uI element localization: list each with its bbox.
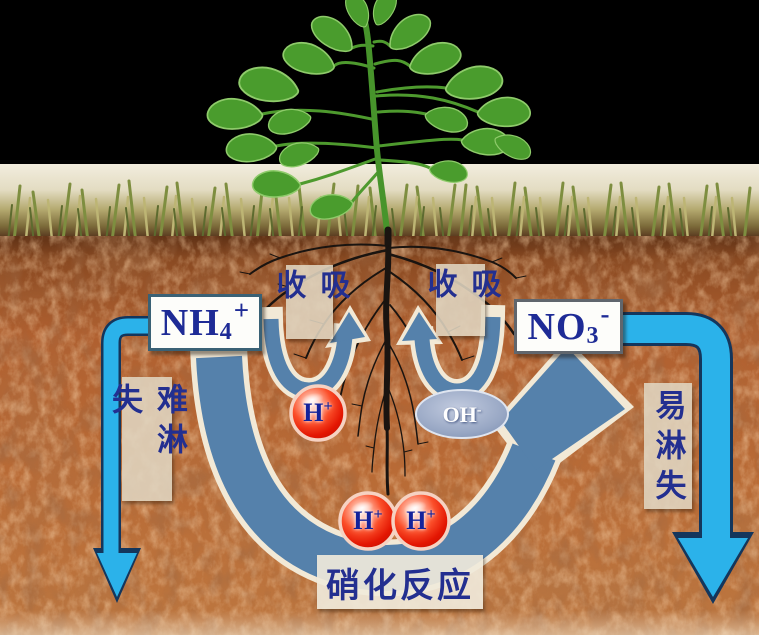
oh-minus-ion [415, 389, 509, 439]
hard-to-leach-label: 难淋失 [107, 377, 187, 501]
bottom-fade [0, 610, 759, 635]
nh4-uptake-arrowhead [330, 312, 365, 343]
ammonium-formula-base: NH [160, 301, 220, 344]
h-plus-label-bottom-right: H+ [406, 505, 436, 535]
absorb-label-right: 吸收 [423, 264, 500, 336]
nitrate-formula-sub: 3 [586, 322, 599, 349]
ammonium-formula-sup: + [233, 295, 250, 325]
sky-background [0, 0, 759, 166]
nitrification-arrowhead [501, 347, 625, 470]
absorb-label-left: 吸收 [272, 265, 349, 339]
tomato-plant [204, 0, 536, 243]
oh-minus-label: OH- [442, 401, 482, 427]
easy-to-leach-label: 易淋失 [644, 383, 692, 509]
nitrate-formula-base: NO [527, 305, 587, 348]
grass-blades [7, 204, 733, 244]
sky-right-strip [750, 0, 759, 240]
plant-stem [362, 19, 391, 243]
h-plus-ion-bottom-right [391, 491, 451, 551]
h-plus-label-root: H+ [303, 397, 333, 427]
grass-blades [12, 179, 752, 245]
nitrate-formula-sup: - [600, 299, 610, 329]
ammonium-formula-sub: 4 [219, 318, 232, 345]
no3-leaching-arrowhead [678, 538, 748, 597]
h-plus-label-bottom-left: H+ [353, 505, 383, 535]
no3-uptake-arrowhead [402, 312, 437, 341]
nh4-leaching-arrow [93, 316, 152, 603]
nh4-leaching-arrowhead [97, 553, 137, 597]
h-plus-ion-bottom-left [338, 491, 398, 551]
plant-branches [260, 39, 480, 204]
h-plus-ion-root [289, 384, 347, 442]
no3-leaching-arrow [618, 312, 754, 604]
nitrification-label: 硝化反应 [317, 555, 483, 609]
